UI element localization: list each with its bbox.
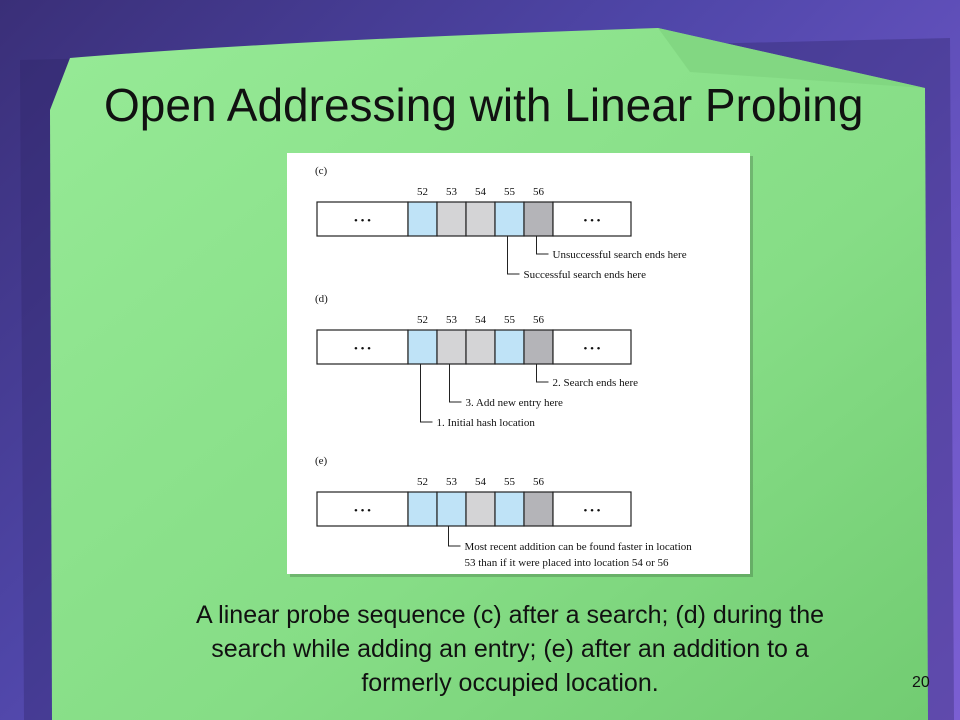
annotation-text: Most recent addition can be found faster… [465,541,693,553]
cell-index-label: 56 [533,314,545,326]
slide-background-fold [658,28,925,88]
cell-index-label: 52 [417,476,428,488]
cell-index-label: 56 [533,186,545,198]
cell-index-label: 54 [475,476,487,488]
array-cell [436,491,467,527]
annotation-text: 53 than if it were placed into location … [465,557,670,569]
cell-index-label: 54 [475,314,487,326]
array-left-segment [316,201,409,237]
array-cell [523,491,554,527]
cell-index-label: 56 [533,476,545,488]
cell-index-label: 54 [475,186,487,198]
panel-label: (c) [315,165,328,177]
array-cell [494,201,525,237]
annotation-leader [536,236,549,255]
annotation-text: 3. Add new entry here [466,397,564,409]
array-right-segment [552,201,632,237]
array-cell [407,329,438,365]
annotation-leader [507,236,520,275]
annotation-text: Unsuccessful search ends here [553,249,687,261]
annotation-text: 2. Search ends here [553,377,639,389]
array-right-segment [552,329,632,365]
ellipsis-right: • • • [583,505,600,517]
annotation-text: 1. Initial hash location [437,417,536,429]
array-cell [523,329,554,365]
ellipsis-right: • • • [583,215,600,227]
cell-index-label: 55 [504,186,516,198]
cell-index-label: 53 [446,476,458,488]
array-cell [436,201,467,237]
caption-line-3: formerly occupied location. [361,669,659,697]
probe-sequence-figure: (c) 52 53 54 55 56 • • • • • • Unsuccessful sear… [287,153,750,574]
array-cell [465,329,496,365]
array-cell [494,491,525,527]
ellipsis-left: • • • [354,215,371,227]
ellipsis-left: • • • [354,343,371,355]
array-cell [407,201,438,237]
panel-label: (e) [315,455,328,467]
page-number: 20 [912,674,930,691]
array-cell [436,329,467,365]
array-cell [523,201,554,237]
annotation-leader [420,364,433,423]
annotation-text: Successful search ends here [524,269,647,281]
annotation-leader [449,364,462,403]
annotation-leader [448,526,461,547]
cell-index-label: 55 [504,476,516,488]
cell-index-label: 52 [417,314,428,326]
figure-caption: A linear probe sequence (c) after a sear… [90,598,930,700]
cell-index-label: 55 [504,314,516,326]
array-left-segment [316,491,409,527]
probe-sequence-diagram: (c) 52 53 54 55 56 • • • • • • Unsuccessful sear… [315,165,693,569]
panel-label: (d) [315,293,328,305]
caption-line-1: A linear probe sequence (c) after a sear… [195,601,825,629]
cell-index-label: 53 [446,314,458,326]
array-cell [465,491,496,527]
annotation-leader [536,364,549,383]
array-right-segment [552,491,632,527]
caption-line-2: search while adding an entry; (e) after … [211,635,809,663]
ellipsis-right: • • • [583,343,600,355]
array-cell [465,201,496,237]
array-left-segment [316,329,409,365]
array-cell [494,329,525,365]
ellipsis-left: • • • [354,505,371,517]
cell-index-label: 52 [417,186,428,198]
cell-index-label: 53 [446,186,458,198]
slide-title: Open Addressing with Linear Probing [104,79,864,131]
array-cell [407,491,438,527]
